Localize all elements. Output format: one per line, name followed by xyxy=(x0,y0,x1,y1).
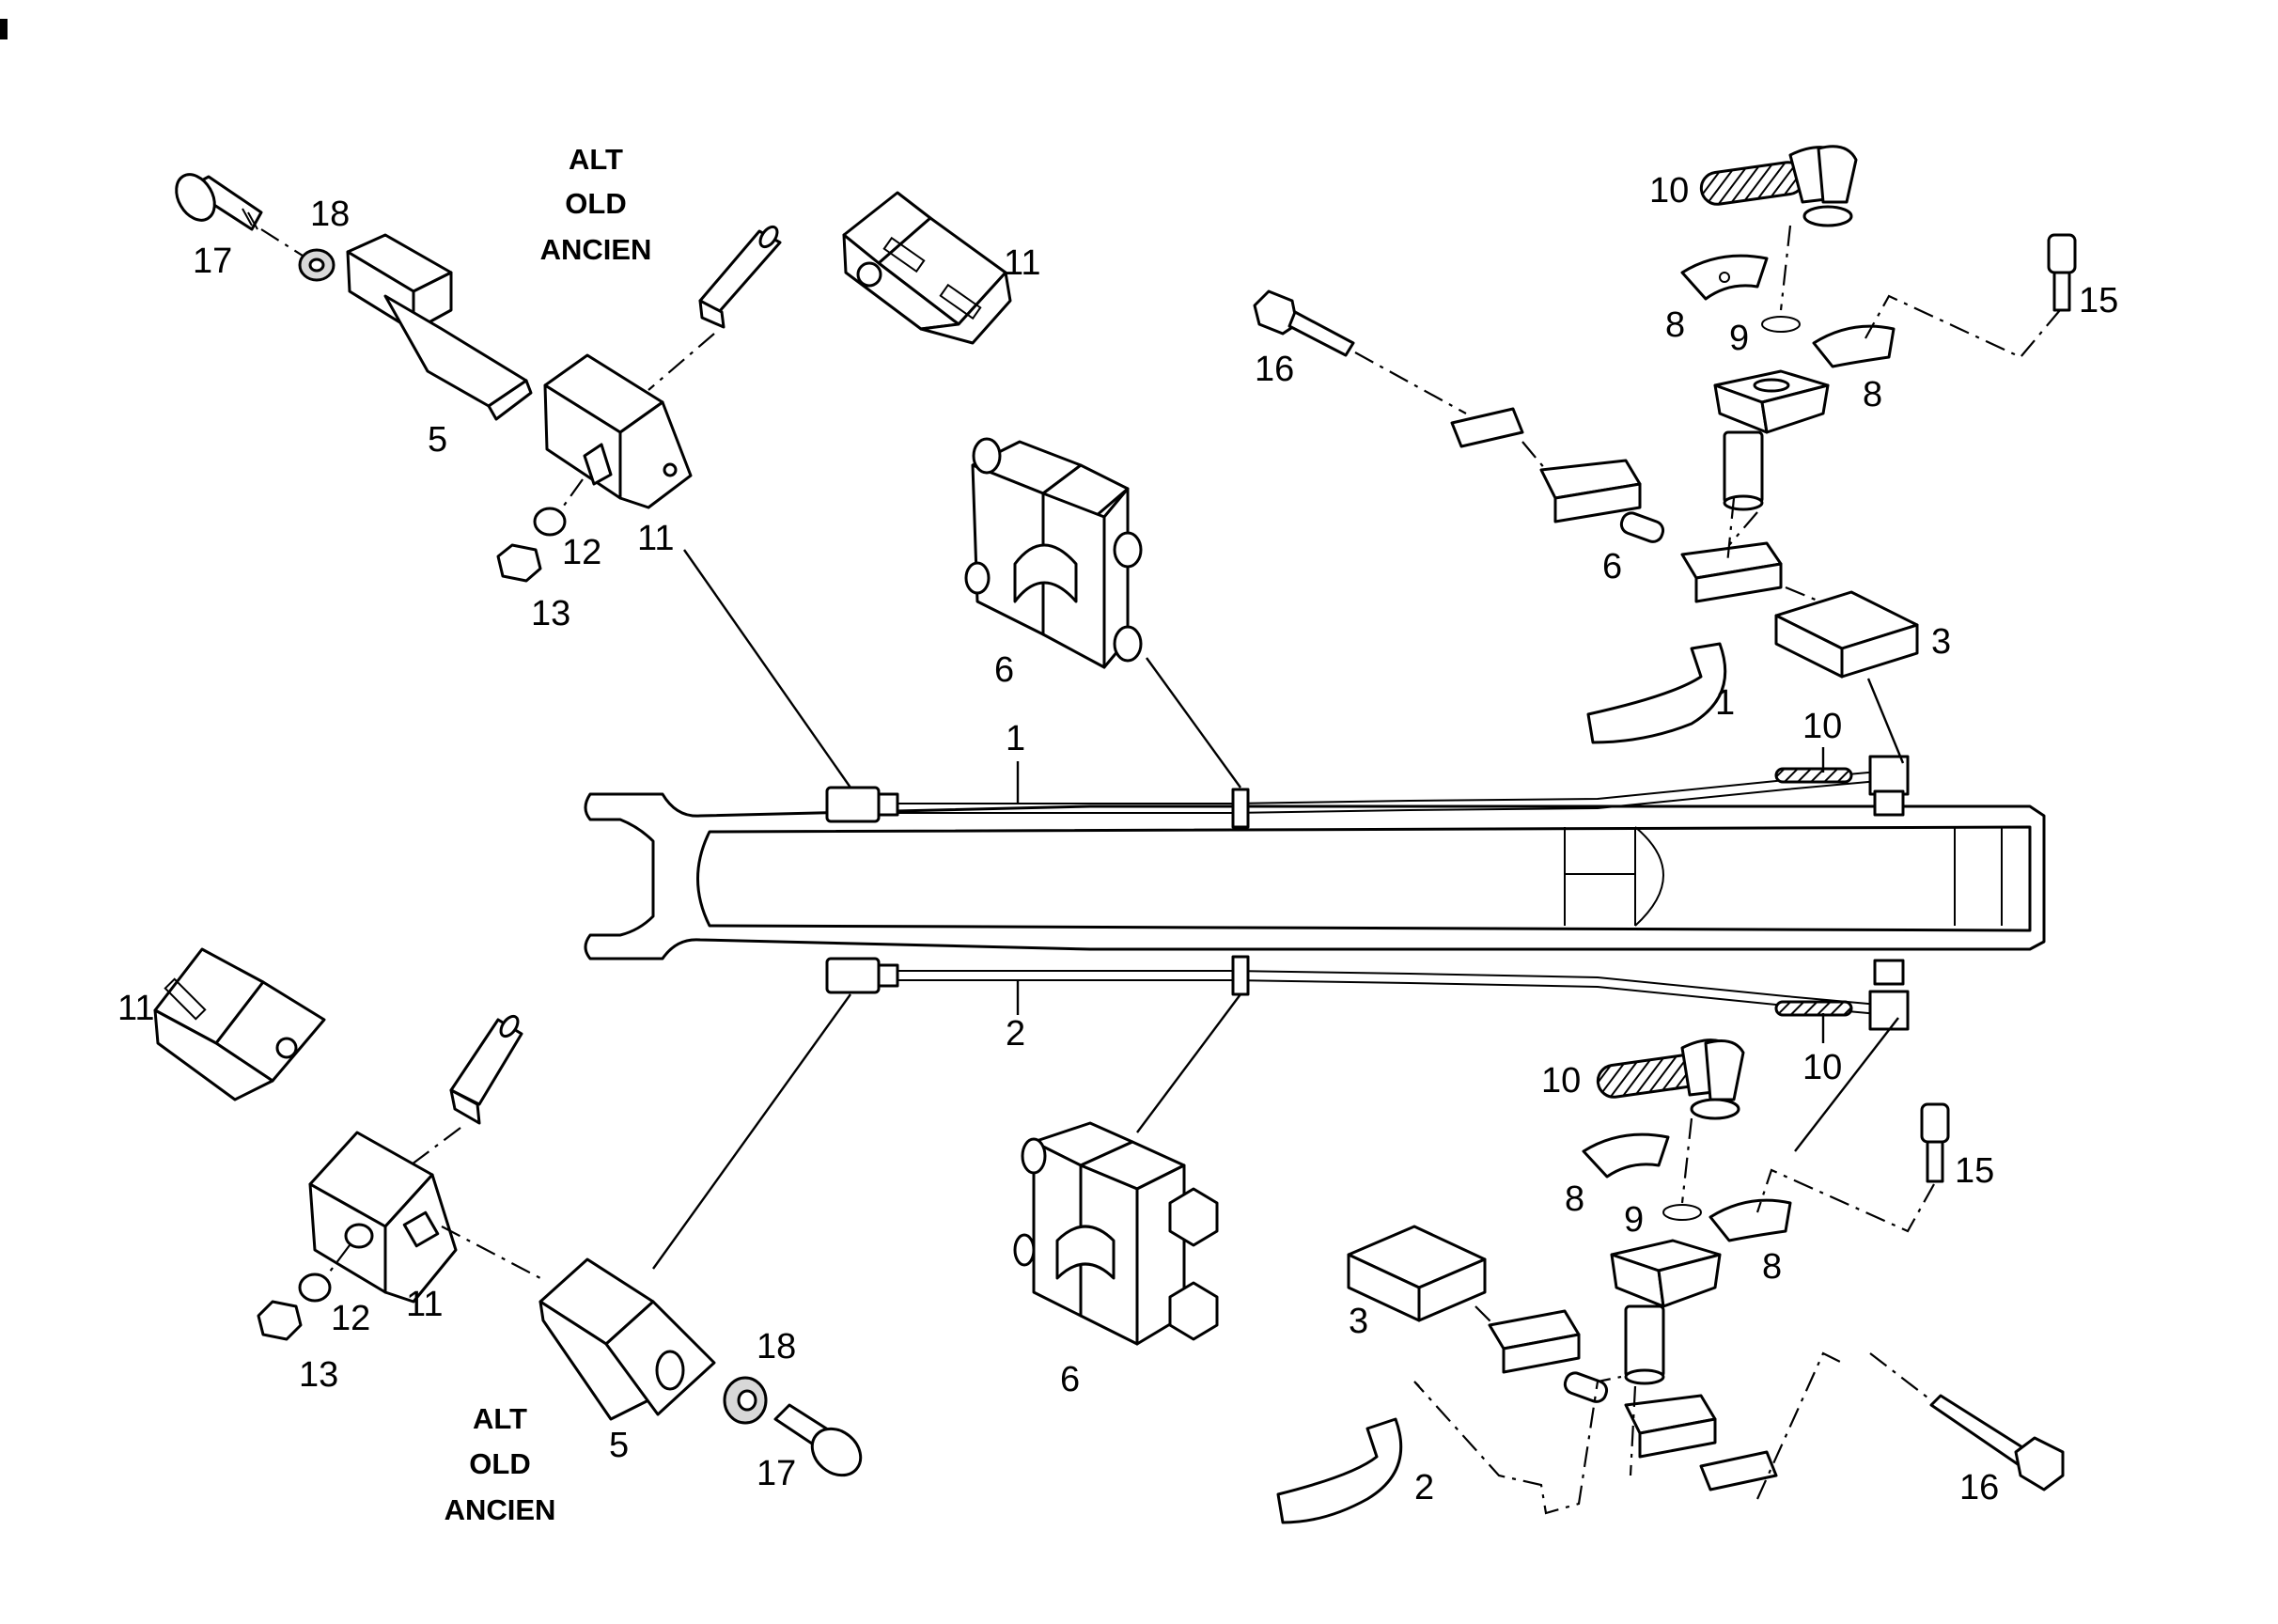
callout-8b-bottom-right: 8 xyxy=(1762,1247,1782,1287)
callout-13-top: 13 xyxy=(531,594,570,633)
callout-9-bottom-right: 9 xyxy=(1624,1200,1644,1240)
callout-16-top-right: 16 xyxy=(1255,350,1294,389)
top-right-valve-group xyxy=(1253,145,2077,764)
callout-8a-bottom-right: 8 xyxy=(1565,1179,1584,1219)
alt-label-bottom: ALT xyxy=(473,1402,527,1435)
callout-2-bottom-right: 2 xyxy=(1414,1468,1434,1507)
callout-12-bottom: 12 xyxy=(331,1299,370,1338)
callout-1-top-right: 1 xyxy=(1715,683,1735,723)
ancien-label-top: ANCIEN xyxy=(540,233,652,266)
callout-6-bottom: 6 xyxy=(1060,1360,1080,1399)
alt-note-top: ALT OLD ANCIEN xyxy=(540,143,652,266)
callout-17-bottom: 17 xyxy=(757,1454,796,1493)
callout-11-alt-top: 11 xyxy=(1004,243,1040,283)
callout-13-bottom: 13 xyxy=(299,1355,338,1395)
callout-10-top-right: 10 xyxy=(1649,171,1689,211)
top-center-alt-block xyxy=(842,191,1012,345)
callout-6-top-right: 6 xyxy=(1602,547,1622,586)
bottom-center-clamp xyxy=(1013,993,1241,1346)
callout-6-top: 6 xyxy=(994,650,1014,690)
callout-15-top-right: 15 xyxy=(2079,281,2118,320)
callout-3-bottom-right: 3 xyxy=(1349,1302,1368,1341)
callout-10-bottom-right: 10 xyxy=(1541,1061,1581,1101)
callout-11-top: 11 xyxy=(637,519,674,558)
old-label-top: OLD xyxy=(565,187,626,220)
main-arm xyxy=(584,755,2046,1031)
callout-12-top: 12 xyxy=(562,533,601,572)
callout-1-arm: 1 xyxy=(1006,719,1025,758)
bottom-left-cylinder-mount-group xyxy=(153,947,863,1477)
callout-8b-top-right: 8 xyxy=(1863,375,1882,414)
callout-9-top-right: 9 xyxy=(1729,319,1749,358)
callout-11-bottom: 11 xyxy=(406,1285,443,1324)
callout-15-bottom-right: 15 xyxy=(1955,1151,1994,1191)
corner-mark xyxy=(0,19,8,39)
callout-2-arm: 2 xyxy=(1006,1014,1025,1054)
ancien-label-bottom: ANCIEN xyxy=(445,1493,556,1526)
callout-18-bottom: 18 xyxy=(757,1327,796,1366)
callout-5-bottom: 5 xyxy=(609,1426,629,1465)
alt-note-bottom: ALT OLD ANCIEN xyxy=(445,1402,556,1526)
callout-10b-arm: 10 xyxy=(1802,1048,1842,1087)
callout-3-top-right: 3 xyxy=(1931,622,1951,662)
top-center-clamp xyxy=(964,437,1241,789)
top-left-cylinder-mount-group xyxy=(175,173,851,789)
callout-labels: 17 18 5 11 12 13 11 6 10 8 9 8 15 16 6 3… xyxy=(117,171,2118,1507)
callout-8a-top-right: 8 xyxy=(1665,305,1685,345)
callout-17-top: 17 xyxy=(193,242,232,281)
bottom-right-valve-group xyxy=(1276,1017,2065,1524)
callout-10a-arm: 10 xyxy=(1802,707,1842,746)
alt-label-top: ALT xyxy=(569,143,623,176)
old-label-bottom: OLD xyxy=(469,1447,530,1480)
callout-11-alt-bottom: 11 xyxy=(117,989,154,1028)
callout-16-bottom-right: 16 xyxy=(1959,1468,1999,1507)
callout-18-top: 18 xyxy=(310,195,350,234)
callout-5-top: 5 xyxy=(428,420,447,460)
